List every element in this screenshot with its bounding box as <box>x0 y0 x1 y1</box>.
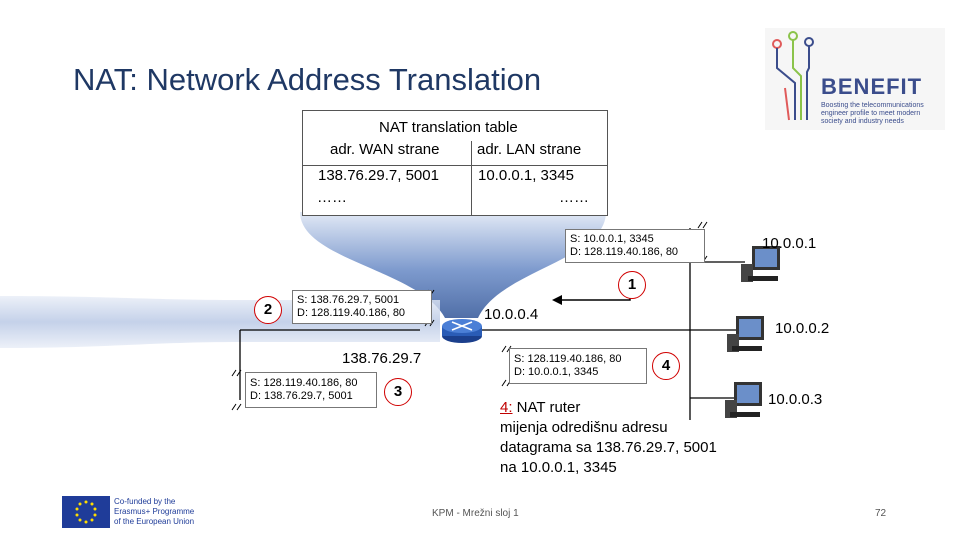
host3-address: 10.0.0.3 <box>768 391 823 408</box>
erasmus-logo: Co-funded by the Erasmus+ Programme of t… <box>62 494 232 530</box>
step-1-badge: 1 <box>618 271 646 299</box>
footer-text: KPM - Mrežni sloj 1 <box>432 508 519 519</box>
router-lan-address: 10.0.0.4 <box>484 306 539 323</box>
host2-address: 10.0.0.2 <box>775 320 830 337</box>
host-computer-icon-3 <box>725 382 762 418</box>
router-icon <box>442 319 482 343</box>
nat-translation-table: NAT translation table adr. WAN strane ad… <box>302 110 608 216</box>
page-number: 72 <box>875 508 887 519</box>
table-header-wan: adr. WAN strane <box>330 141 440 158</box>
step-4-explanation: 4: NAT ruter mijenja odredišnu adresu da… <box>500 399 717 476</box>
step-3-badge: 3 <box>384 378 412 406</box>
note-label: 4: <box>500 399 513 416</box>
datagram-3: S: 128.119.40.186, 80 D: 138.76.29.7, 50… <box>245 372 377 408</box>
benefit-circuit-icon <box>772 31 814 121</box>
host-computer-icon-1 <box>741 246 780 282</box>
table-header-lan: adr. LAN strane <box>477 141 582 158</box>
table-cell-lan: 10.0.0.1, 3345 <box>478 167 574 184</box>
eu-flag-icon <box>62 496 110 528</box>
slide-title: NAT: Network Address Translation <box>73 62 542 97</box>
benefit-logo: BENEFIT Boosting the telecommunications … <box>765 28 945 130</box>
table-cell-ellipsis-wan: …… <box>317 189 347 206</box>
step-2-badge: 2 <box>254 296 282 324</box>
datagram-2: S: 138.76.29.7, 5001 D: 128.119.40.186, … <box>292 290 432 324</box>
benefit-name: BENEFIT <box>821 74 923 99</box>
benefit-tagline: Boosting the telecommunications engineer… <box>821 102 924 125</box>
translation-funnel <box>300 212 606 318</box>
table-caption: NAT translation table <box>379 119 518 136</box>
table-cell-wan: 138.76.29.7, 5001 <box>318 167 439 184</box>
datagram-4: S: 128.119.40.186, 80 D: 10.0.0.1, 3345 <box>509 348 647 384</box>
host1-address: 10.0.0.1 <box>762 235 817 252</box>
table-cell-ellipsis-lan: …… <box>559 189 589 206</box>
router-wan-address: 138.76.29.7 <box>342 350 422 367</box>
step-4-badge: 4 <box>652 352 680 380</box>
host-computer-icon-2 <box>727 316 764 352</box>
datagram-1: S: 10.0.0.1, 3345 D: 128.119.40.186, 80 <box>565 229 705 263</box>
